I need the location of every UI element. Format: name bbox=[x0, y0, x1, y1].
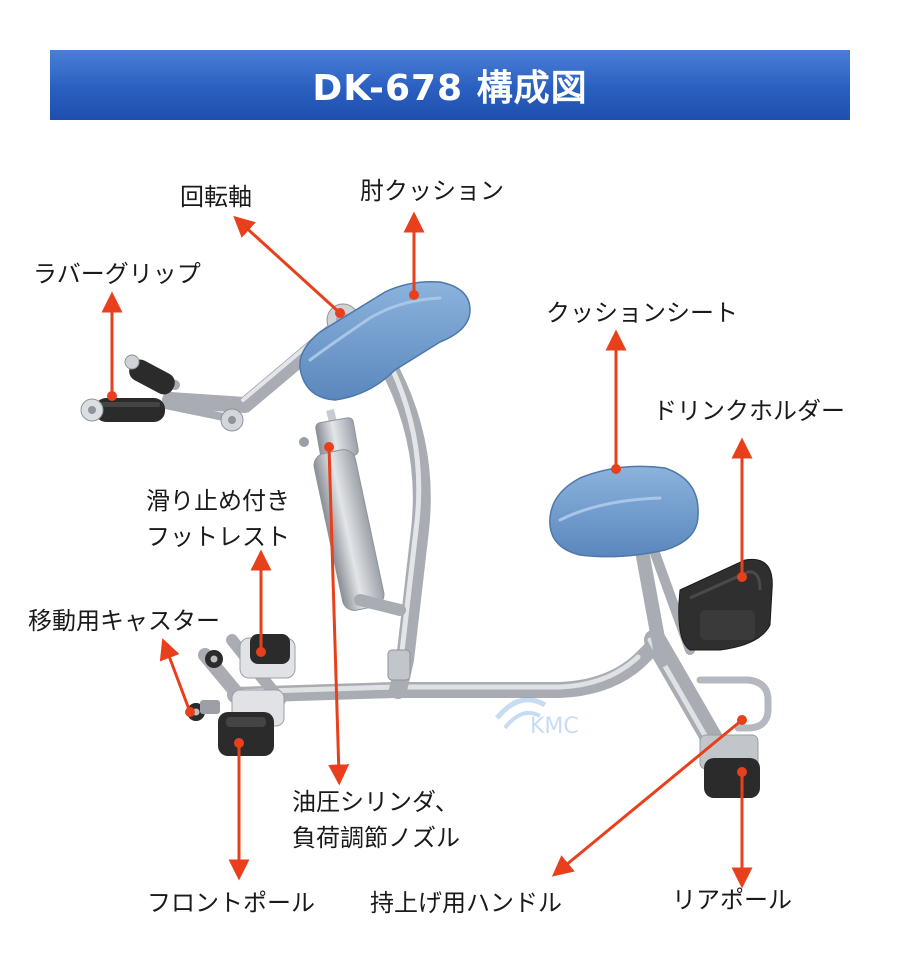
label-rear-pole: リアポール bbox=[672, 886, 792, 914]
label-rotation-axis: 回転軸 bbox=[180, 183, 252, 211]
rubber-grip-upper bbox=[124, 354, 175, 395]
label-footrest: 滑り止め付き フットレスト bbox=[146, 483, 290, 555]
kmc-watermark: KMC bbox=[495, 697, 579, 739]
rear-pad bbox=[699, 734, 760, 798]
base-frame bbox=[198, 533, 772, 781]
label-cylinder-line2: 負荷調節ノズル bbox=[292, 824, 460, 852]
cushion-seat bbox=[549, 465, 699, 558]
caster-wheel-1 bbox=[205, 650, 223, 668]
watermark-text: KMC bbox=[530, 714, 579, 739]
label-lift-handle: 持上げ用ハンドル bbox=[370, 889, 562, 917]
label-cylinder: 油圧シリンダ、 負荷調節ノズル bbox=[292, 784, 460, 856]
arrow-casters bbox=[159, 638, 192, 713]
label-elbow-cushion: 肘クッション bbox=[360, 177, 504, 205]
label-front-pole: フロントポール bbox=[147, 889, 315, 917]
arrow-cylinder bbox=[327, 446, 350, 786]
label-drink-holder: ドリンクホルダー bbox=[653, 397, 845, 425]
arrow-lift-handle bbox=[551, 718, 743, 877]
arrow-rotation-axis bbox=[233, 215, 342, 315]
label-footrest-line2: フットレスト bbox=[146, 523, 290, 551]
elbow-cushion bbox=[299, 280, 471, 401]
drink-holder bbox=[678, 558, 773, 651]
front-pad-lower bbox=[218, 689, 285, 756]
front-pad-upper bbox=[239, 634, 296, 679]
label-footrest-line1: 滑り止め付き bbox=[146, 487, 290, 515]
label-rubber-grip: ラバーグリップ bbox=[33, 260, 201, 288]
hydraulic-cylinder bbox=[299, 409, 406, 616]
page-title: DK-678 構成図 bbox=[312, 68, 588, 109]
label-cushion-seat: クッションシート bbox=[546, 299, 738, 327]
arrows bbox=[101, 211, 753, 889]
rubber-grip-lower bbox=[80, 398, 165, 422]
label-casters: 移動用キャスター bbox=[28, 607, 220, 635]
label-cylinder-line1: 油圧シリンダ、 bbox=[292, 788, 459, 816]
upright-post bbox=[376, 351, 431, 699]
title-banner: DK-678 構成図 bbox=[50, 50, 850, 120]
